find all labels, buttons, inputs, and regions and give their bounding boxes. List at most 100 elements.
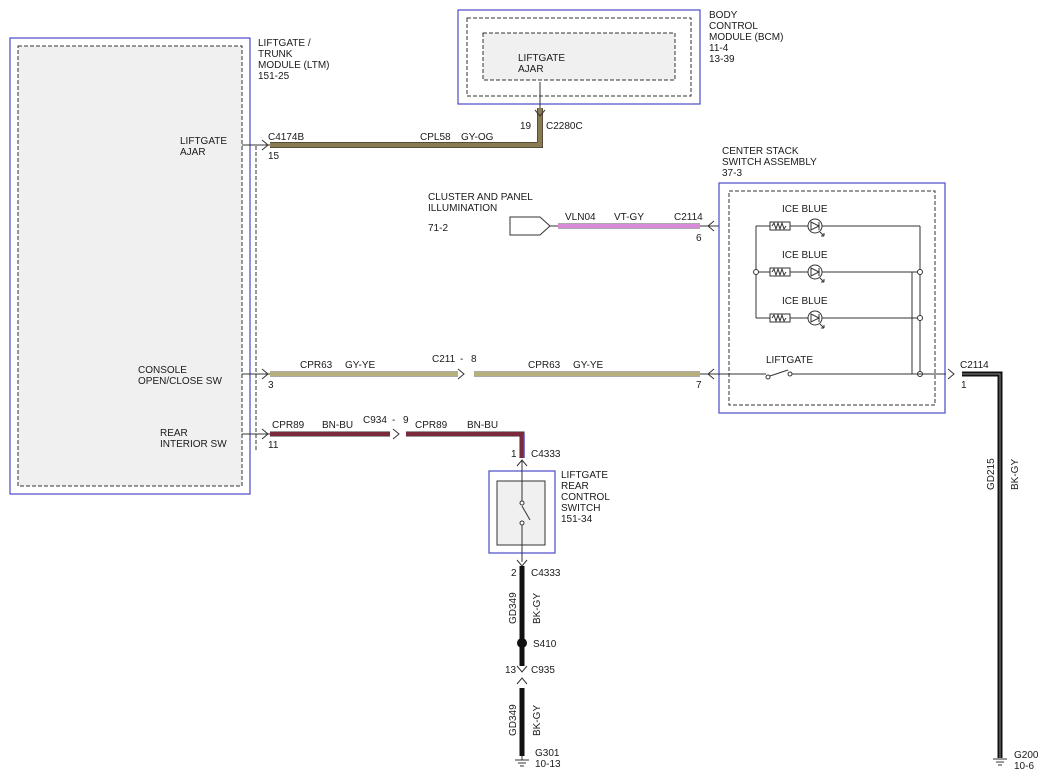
c2280c-label: C2280C <box>546 121 583 132</box>
ltm-ref: 151-25 <box>258 71 290 82</box>
junction-dot <box>917 269 923 275</box>
center-stack-name-1: CENTER STACK <box>722 146 799 157</box>
wire-cpl58-fill <box>270 108 543 148</box>
liftgate-switch-icon <box>700 369 946 380</box>
gd349-top-color: BK-GY <box>532 593 543 624</box>
rear-switch-name-4: SWITCH <box>561 503 600 514</box>
bcm-name-3: MODULE (BCM) <box>709 32 783 43</box>
gd215-circuit: GD215 <box>986 458 997 490</box>
ltm-pin-console-2: OPEN/CLOSE SW <box>138 376 222 387</box>
ltm-pin-rear-1: REAR <box>160 428 188 439</box>
rear-switch-name-3: CONTROL <box>561 492 610 503</box>
pin19-label: 19 <box>520 121 532 132</box>
pin1b-label: 1 <box>511 449 517 460</box>
rear-switch-icon <box>519 460 531 562</box>
cpl58-color: GY-OG <box>461 132 494 143</box>
bcm-inner-2: AJAR <box>518 64 544 75</box>
c934-dash: - <box>392 415 395 426</box>
cpr63-left-circuit: CPR63 <box>300 360 333 371</box>
c211-label: C211 <box>432 354 456 365</box>
cluster-name-1: CLUSTER AND PANEL <box>428 192 533 203</box>
rear-switch-name-1: LIFTGATE <box>561 470 608 481</box>
gd349-bottom-circuit: GD349 <box>508 704 519 736</box>
lamp-row-3 <box>756 310 920 329</box>
c934-pin: 9 <box>403 415 409 426</box>
c2114-b-label: C2114 <box>960 360 989 371</box>
ltm-name-2: TRUNK <box>258 49 293 60</box>
lamp-label-1: ICE BLUE <box>782 204 828 215</box>
c2114-a-label: C2114 <box>674 212 703 223</box>
wire-cpr89-right[interactable] <box>406 431 525 458</box>
pin7-arrow <box>707 368 715 380</box>
ground-g200-icon <box>993 758 1007 766</box>
cpr89-left-circuit: CPR89 <box>272 420 305 431</box>
splice-s410-icon <box>517 638 527 648</box>
bcm-ref-1: 11-4 <box>709 43 729 54</box>
gd349-top-circuit: GD349 <box>508 592 519 624</box>
pin7-label: 7 <box>696 380 702 391</box>
c935-label: C935 <box>531 665 555 676</box>
pin11-arrow <box>261 428 269 440</box>
cpr63-right-color: GY-YE <box>573 360 604 371</box>
pin3-arrow <box>261 368 269 380</box>
center-stack-name-2: SWITCH ASSEMBLY <box>722 157 817 168</box>
cpr89-right-circuit: CPR89 <box>415 420 448 431</box>
junction-dot <box>753 269 759 275</box>
cluster-ref: 71-2 <box>428 223 448 234</box>
bcm-ref-2: 13-39 <box>709 54 735 65</box>
c2114-a-arrow <box>707 220 715 232</box>
wire-gd215[interactable] <box>962 371 1003 758</box>
center-stack-ref: 37-3 <box>722 168 742 179</box>
junction-dot <box>917 315 923 321</box>
c2114-b-arrow <box>947 368 955 380</box>
pin3-label: 3 <box>268 380 274 391</box>
wire-cpl58[interactable] <box>270 108 543 148</box>
c934-arrow <box>392 428 400 440</box>
ltm-pin-liftgate-ajar-2: AJAR <box>180 147 206 158</box>
bcm-module[interactable] <box>457 9 701 105</box>
cluster-name-2: ILLUMINATION <box>428 203 497 214</box>
g200-ref: 10-6 <box>1014 761 1034 772</box>
g301-ref: 10-13 <box>535 759 561 770</box>
cpr63-left-color: GY-YE <box>345 360 376 371</box>
cpl58-circuit: CPL58 <box>420 132 451 143</box>
center-stack-module[interactable] <box>718 182 946 414</box>
lamp-label-2: ICE BLUE <box>782 250 828 261</box>
c4174b-label: C4174B <box>268 132 304 143</box>
pin11-label: 11 <box>268 440 279 451</box>
pin13-label: 13 <box>505 665 517 676</box>
pin2-label: 2 <box>511 568 517 579</box>
rear-switch-ref: 151-34 <box>561 514 593 525</box>
cluster-connector-icon <box>509 216 551 236</box>
gd349-bottom-color: BK-GY <box>532 705 543 736</box>
c4174b-arrow <box>261 139 269 151</box>
c211-pin: 8 <box>471 354 477 365</box>
c211-arrow <box>457 368 465 380</box>
pin1-label: 1 <box>961 380 967 391</box>
ltm-module[interactable] <box>9 37 257 495</box>
ltm-name-1: LIFTGATE / <box>258 38 311 49</box>
c935-arrow-down <box>516 665 528 673</box>
c211-dash: - <box>460 354 463 365</box>
cpr63-right-circuit: CPR63 <box>528 360 561 371</box>
pin15-label: 15 <box>268 151 280 162</box>
c4333-b-label: C4333 <box>531 568 561 579</box>
g301-label: G301 <box>535 748 560 759</box>
g200-label: G200 <box>1014 750 1039 761</box>
ltm-name-3: MODULE (LTM) <box>258 60 329 71</box>
cpr89-left-color: BN-BU <box>322 420 353 431</box>
ltm-pin-console-1: CONSOLE <box>138 365 187 376</box>
gd215-color: BK-GY <box>1010 459 1021 490</box>
s410-label: S410 <box>533 639 557 650</box>
bcm-name-1: BODY <box>709 10 738 21</box>
bcm-name-2: CONTROL <box>709 21 758 32</box>
vln04-circuit: VLN04 <box>565 212 596 223</box>
lamp-label-3: ICE BLUE <box>782 296 828 307</box>
ltm-pin-rear-2: INTERIOR SW <box>160 439 227 450</box>
pin6-label: 6 <box>696 233 702 244</box>
vln04-color: VT-GY <box>614 212 644 223</box>
ground-g301-icon <box>515 756 529 767</box>
c935-arrow-up <box>516 677 528 685</box>
ltm-pin-liftgate-ajar-1: LIFTGATE <box>180 136 227 147</box>
